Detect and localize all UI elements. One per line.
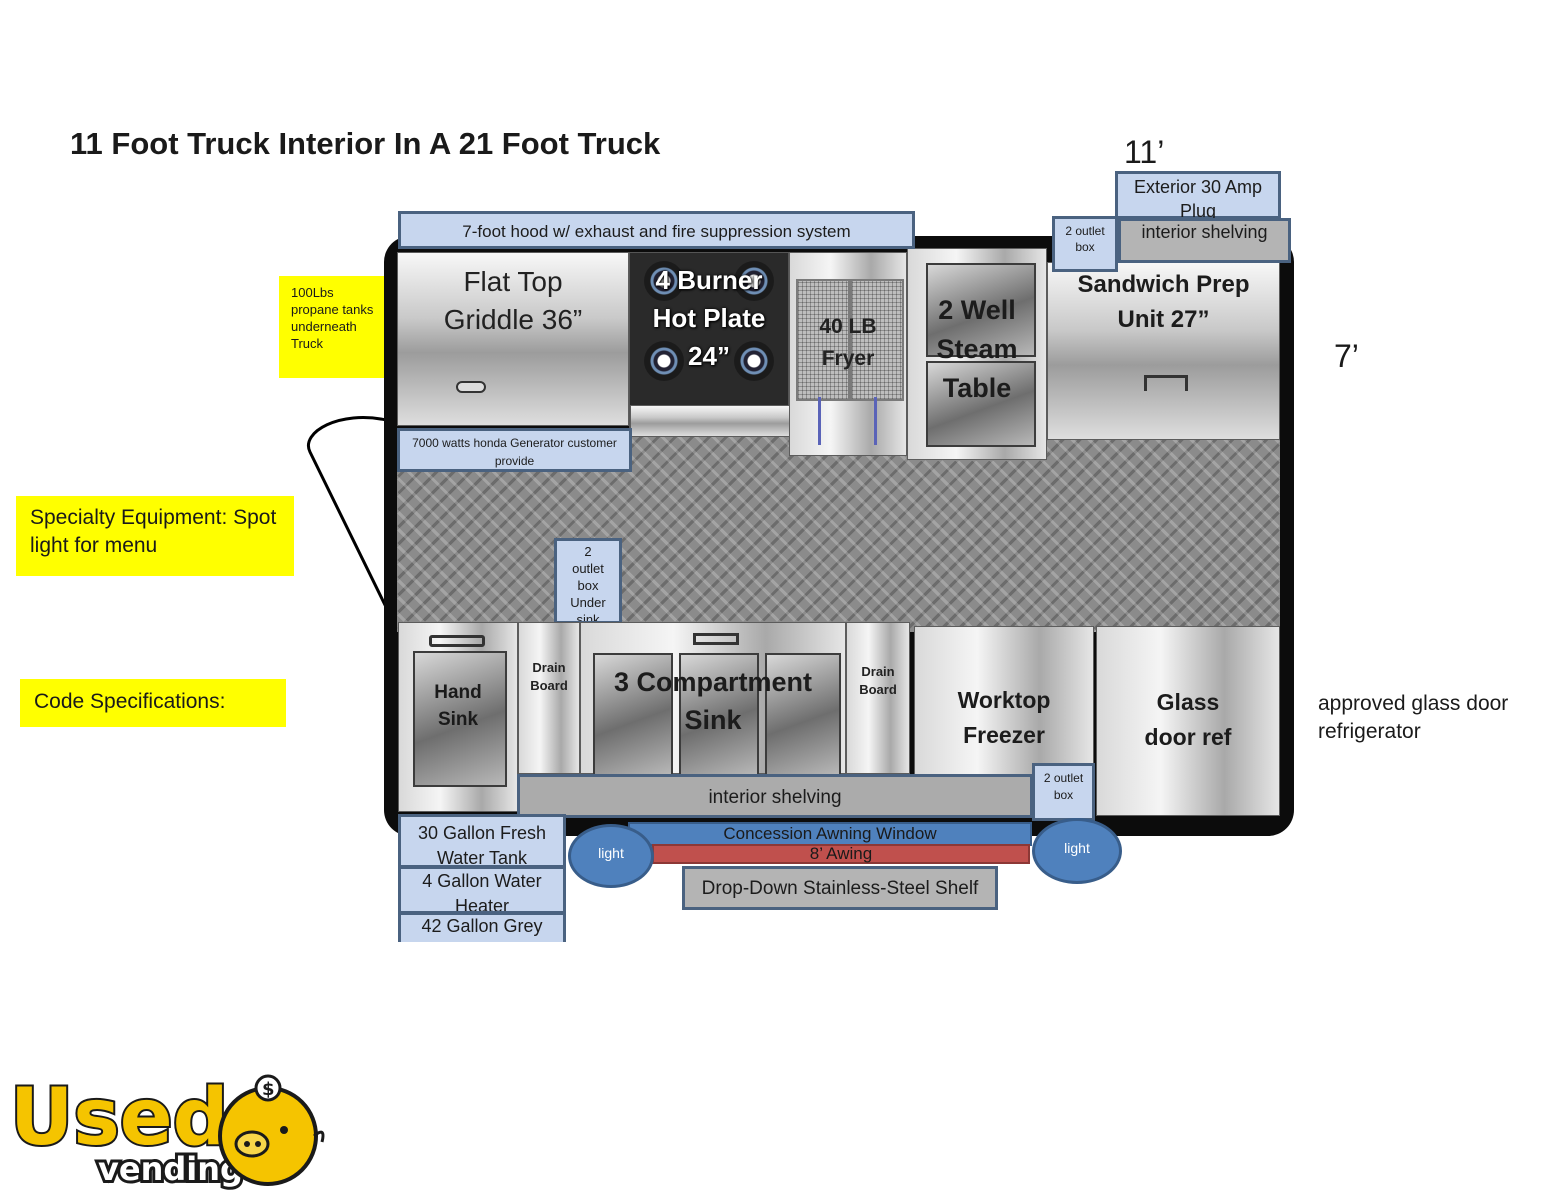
outlet-box-top: 2 outlet box	[1052, 216, 1118, 272]
hand-sink: Hand Sink	[398, 622, 518, 812]
sink-basin	[679, 653, 759, 777]
basket-handle	[818, 397, 821, 445]
hand-sink-label: Hand Sink	[434, 682, 482, 730]
specialty-equipment-note: Specialty Equipment: Spot light for menu	[16, 496, 294, 576]
glass-door-note: approved glass door refrigerator	[1318, 692, 1509, 743]
glass-ref-label: Glass door ref	[1144, 689, 1232, 750]
logo-graphic: Used vending $	[8, 1071, 325, 1191]
sink-basin	[413, 651, 507, 787]
fryer-basket	[850, 279, 904, 401]
interior-shelving-top: interior shelving	[1118, 218, 1291, 263]
fryer-label: 40 LB Fryer	[819, 315, 877, 370]
griddle: Flat Top Griddle 36”	[397, 252, 629, 426]
fryer: 40 LB Fryer	[789, 252, 907, 456]
svg-text:Used: Used	[10, 1073, 229, 1163]
used-vending-logo: Used vending $	[6, 1052, 336, 1192]
fryer-basket	[796, 279, 850, 401]
burner-icon	[734, 341, 774, 381]
outlet-box-bottom: 2 outlet box	[1032, 763, 1095, 821]
griddle-label: Flat Top Griddle 36”	[443, 266, 583, 335]
basket-handle	[874, 397, 877, 445]
page-title: 11 Foot Truck Interior In A 21 Foot Truc…	[70, 126, 661, 161]
drain-board-right-label: Drain Board	[859, 664, 897, 697]
propane-note: 100Lbs propane tanks underneath Truck	[279, 276, 384, 378]
svg-text:vending: vending	[98, 1150, 243, 1188]
light-left: light	[568, 824, 654, 888]
grey-water-tank: 42 Gallon Grey	[398, 912, 566, 942]
svg-text:$: $	[262, 1079, 275, 1100]
drain-board-right: Drain Board	[846, 622, 910, 774]
faucet-icon	[693, 633, 739, 645]
fresh-water-tank: 30 Gallon Fresh Water Tank	[398, 814, 566, 868]
hot-plate: 4 Burner Hot Plate 24”	[629, 252, 790, 437]
drop-down-shelf: Drop-Down Stainless-Steel Shelf	[682, 866, 998, 910]
three-compartment-sink-label: 3 Compartment Sink	[613, 667, 813, 735]
spotlight-cord	[306, 416, 388, 608]
prep-unit-handle	[1144, 375, 1188, 391]
hot-plate-base	[630, 405, 790, 437]
exterior-plug-label: Exterior 30 Amp Plug	[1115, 171, 1281, 221]
worktop-freezer: Worktop Freezer	[914, 626, 1094, 776]
hood-label: 7-foot hood w/ exhaust and fire suppress…	[398, 211, 915, 249]
awning: 8’ Awing	[652, 844, 1030, 864]
generator-label: 7000 watts honda Generator customer prov…	[397, 428, 632, 472]
glass-door-ref: Glass door ref	[1096, 626, 1280, 816]
burner-icon	[644, 341, 684, 381]
three-compartment-sink: 3 Compartment Sink	[580, 622, 846, 777]
steam-well	[926, 361, 1036, 447]
sandwich-prep-label: Sandwich Prep Unit 27”	[1077, 271, 1250, 333]
freezer-label: Worktop Freezer	[957, 687, 1051, 748]
code-specifications-note: Code Specifications:	[20, 679, 286, 727]
steam-table: 2 Well Steam Table	[907, 248, 1047, 460]
griddle-knob	[456, 381, 486, 393]
faucet-icon	[429, 635, 485, 647]
water-heater: 4 Gallon Water Heater	[398, 866, 566, 914]
length-dimension: 11’	[1124, 134, 1165, 170]
light-right: light	[1032, 818, 1122, 884]
burner-icon	[644, 261, 684, 301]
concession-awning-window: Concession Awning Window	[628, 822, 1032, 846]
hot-plate-label: 4 Burner Hot Plate 24”	[652, 265, 766, 371]
drain-board-left: Drain Board	[518, 622, 580, 774]
steam-well	[926, 263, 1036, 357]
sink-basin	[593, 653, 673, 777]
outlet-box-under-sink: 2 outlet box Under sink	[554, 538, 622, 624]
width-dimension: 7’	[1334, 338, 1359, 374]
steam-table-label: 2 Well Steam Table	[936, 295, 1018, 403]
interior-shelving-bottom: interior shelving	[517, 774, 1033, 818]
drain-board-left-label: Drain Board	[530, 660, 568, 693]
sandwich-prep-unit: Sandwich Prep Unit 27”	[1047, 262, 1280, 440]
burner-icon	[734, 261, 774, 301]
